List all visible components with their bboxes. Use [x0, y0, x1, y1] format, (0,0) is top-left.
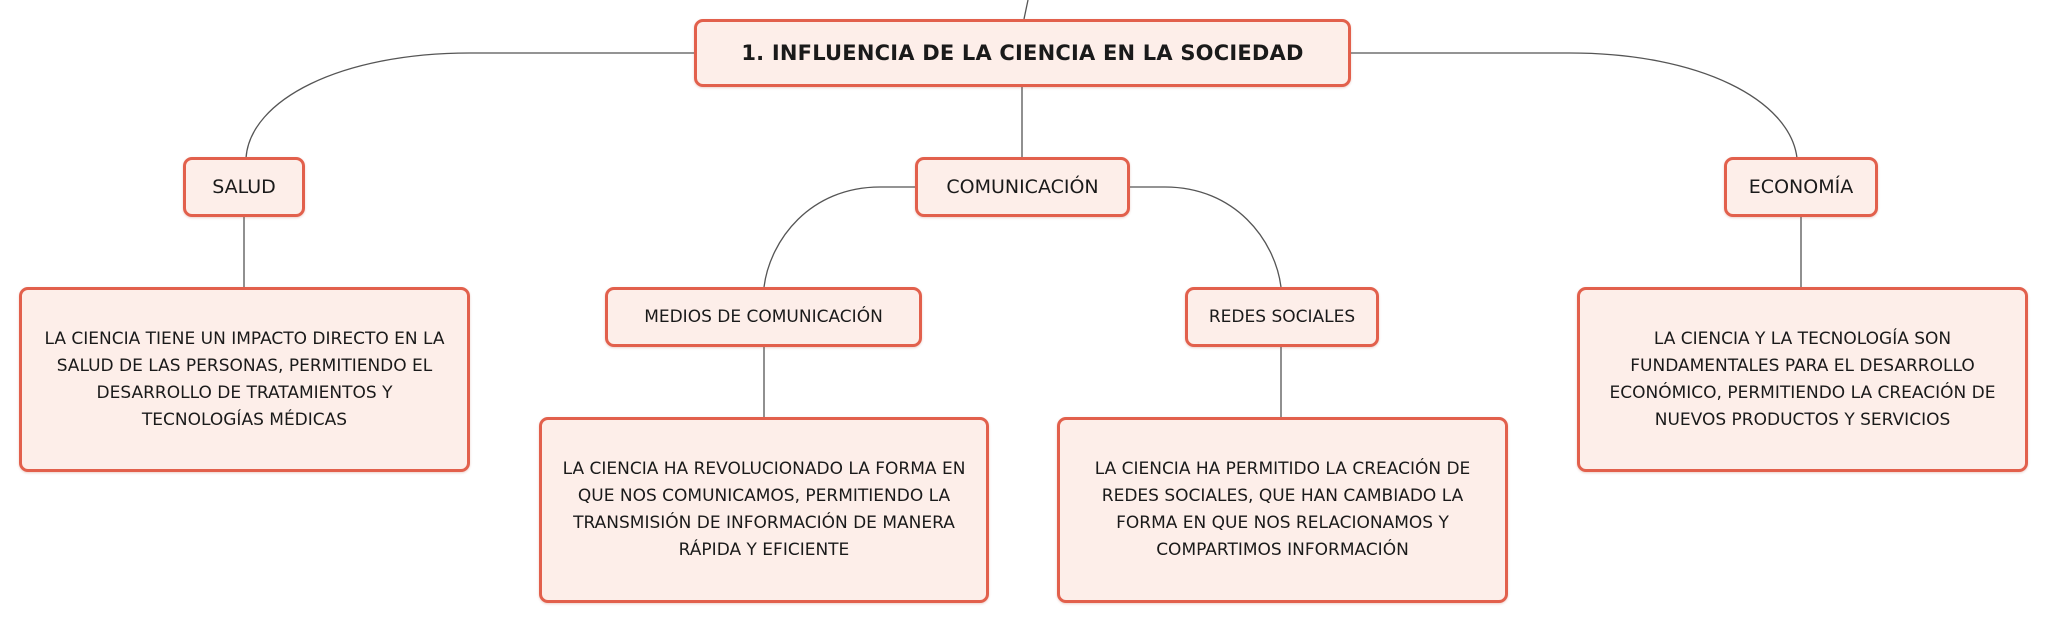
connector-incoming — [1023, 0, 1029, 20]
connector-comunicacion-redes — [1130, 186, 1282, 288]
redes-detail-node[interactable]: LA CIENCIA HA PERMITIDO LA CREACIÓN DE R… — [1057, 417, 1508, 603]
comunicacion-node[interactable]: COMUNICACIÓN — [915, 157, 1130, 217]
medios-comunicacion-node[interactable]: MEDIOS DE COMUNICACIÓN — [605, 287, 922, 347]
medios-detail-node[interactable]: LA CIENCIA HA REVOLUCIONADO LA FORMA EN … — [539, 417, 989, 603]
connector-root-economia — [1351, 52, 1798, 159]
economia-label: ECONOMÍA — [1748, 176, 1854, 198]
economia-detail-text: LA CIENCIA Y LA TECNOLOGÍA SON FUNDAMENT… — [1609, 328, 1996, 430]
salud-detail-text: LA CIENCIA TIENE UN IMPACTO DIRECTO EN L… — [44, 328, 445, 430]
redes-sociales-node[interactable]: REDES SOCIALES — [1185, 287, 1379, 347]
connector-root-salud — [245, 52, 694, 159]
root-topic-label: 1. INFLUENCIA DE LA CIENCIA EN LA SOCIED… — [741, 41, 1304, 65]
salud-detail-node[interactable]: LA CIENCIA TIENE UN IMPACTO DIRECTO EN L… — [19, 287, 470, 472]
economia-node[interactable]: ECONOMÍA — [1724, 157, 1878, 217]
connector-comunicacion-medios — [763, 186, 915, 288]
medios-comunicacion-label: MEDIOS DE COMUNICACIÓN — [644, 307, 883, 327]
comunicacion-label: COMUNICACIÓN — [946, 176, 1099, 198]
medios-detail-text: LA CIENCIA HA REVOLUCIONADO LA FORMA EN … — [562, 459, 966, 560]
economia-detail-node[interactable]: LA CIENCIA Y LA TECNOLOGÍA SON FUNDAMENT… — [1577, 287, 2028, 472]
salud-label: SALUD — [212, 176, 276, 198]
redes-sociales-label: REDES SOCIALES — [1208, 307, 1356, 327]
redes-detail-text: LA CIENCIA HA PERMITIDO LA CREACIÓN DE R… — [1094, 459, 1471, 560]
salud-node[interactable]: SALUD — [183, 157, 305, 217]
root-topic-node[interactable]: 1. INFLUENCIA DE LA CIENCIA EN LA SOCIED… — [694, 19, 1351, 87]
